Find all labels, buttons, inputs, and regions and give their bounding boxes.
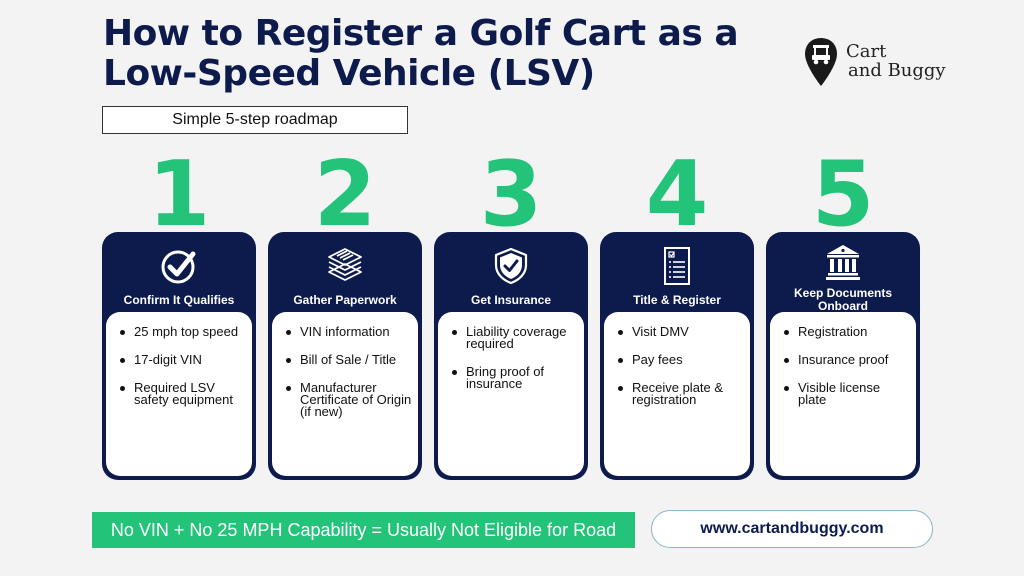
list-item: Registration — [784, 325, 910, 338]
step-5: 5 Keep Documents Onboard Registration In… — [766, 150, 920, 482]
step-card: Title & Register Visit DMV Pay fees Rece… — [600, 232, 754, 480]
list-item: Bring proof of insurance — [452, 365, 578, 390]
eligibility-note: No VIN + No 25 MPH Capability = Usually … — [92, 512, 635, 548]
brand-line-2: and Buggy — [848, 60, 946, 81]
step-card: Keep Documents Onboard Registration Insu… — [766, 232, 920, 480]
step-list: Visit DMV Pay fees Receive plate & regis… — [604, 312, 750, 406]
step-card: Confirm It Qualifies 25 mph top speed 17… — [102, 232, 256, 480]
list-item: Manufacturer Certificate of Origin (if n… — [286, 380, 412, 419]
map-pin-golf-cart-icon — [805, 38, 837, 86]
step-heading: Title & Register — [633, 292, 721, 307]
list-item: Bill of Sale / Title — [286, 353, 412, 366]
website-link[interactable]: www.cartandbuggy.com — [651, 510, 933, 548]
step-list: 25 mph top speed 17-digit VIN Required L… — [106, 312, 252, 406]
list-item: 17-digit VIN — [120, 353, 246, 366]
step-number: 4 — [645, 142, 709, 247]
list-item: Visit DMV — [618, 325, 744, 338]
step-3: 3 Get Insurance Liability coverage requi… — [434, 150, 588, 482]
list-item: Visible license plate — [784, 381, 910, 406]
step-body: 25 mph top speed 17-digit VIN Required L… — [106, 312, 252, 476]
checklist-document-icon — [664, 247, 690, 285]
list-item: Liability coverage required — [452, 325, 578, 350]
step-heading: Gather Paperwork — [293, 292, 397, 307]
list-item: Required LSV safety equipment — [120, 381, 246, 406]
checkmark-circle-icon — [161, 250, 196, 284]
government-building-icon — [826, 245, 860, 280]
step-list: VIN information Bill of Sale / Title Man… — [272, 312, 418, 418]
step-number: 5 — [811, 142, 875, 247]
step-1: 1 Confirm It Qualifies 25 mph top speed … — [102, 150, 256, 482]
step-body: Registration Insurance proof Visible lic… — [770, 312, 916, 476]
list-item: VIN information — [286, 325, 412, 338]
step-card: Gather Paperwork VIN information Bill of… — [268, 232, 422, 480]
step-2: 2 Gather Paperwork VIN information Bill … — [268, 150, 422, 482]
shield-check-icon — [494, 247, 528, 285]
step-body: VIN information Bill of Sale / Title Man… — [272, 312, 418, 476]
stacked-papers-icon — [328, 248, 362, 281]
list-item: Receive plate & registration — [618, 381, 744, 406]
page-title: How to Register a Golf Cart as a Low-Spe… — [103, 13, 739, 94]
step-heading: Keep Documents Onboard — [793, 286, 893, 313]
step-heading: Get Insurance — [470, 292, 552, 307]
step-body: Visit DMV Pay fees Receive plate & regis… — [604, 312, 750, 476]
step-number: 1 — [147, 142, 211, 247]
list-item: Insurance proof — [784, 353, 910, 366]
step-list: Registration Insurance proof Visible lic… — [770, 312, 916, 406]
brand-line-1: Cart — [846, 41, 887, 62]
step-4: 4 Title & Register Visit DMV Pay fees Re… — [600, 150, 754, 482]
subtitle: Simple 5-step roadmap — [102, 106, 408, 134]
step-heading: Confirm It Qualifies — [123, 292, 235, 307]
step-list: Liability coverage required Bring proof … — [438, 312, 584, 390]
list-item: 25 mph top speed — [120, 325, 246, 338]
step-card: Get Insurance Liability coverage require… — [434, 232, 588, 480]
brand-logo[interactable]: Cart and Buggy — [804, 36, 974, 88]
step-body: Liability coverage required Bring proof … — [438, 312, 584, 476]
step-number: 2 — [313, 142, 377, 247]
brand-name: Cart and Buggy — [846, 42, 946, 80]
step-number: 3 — [479, 142, 543, 247]
list-item: Pay fees — [618, 353, 744, 366]
